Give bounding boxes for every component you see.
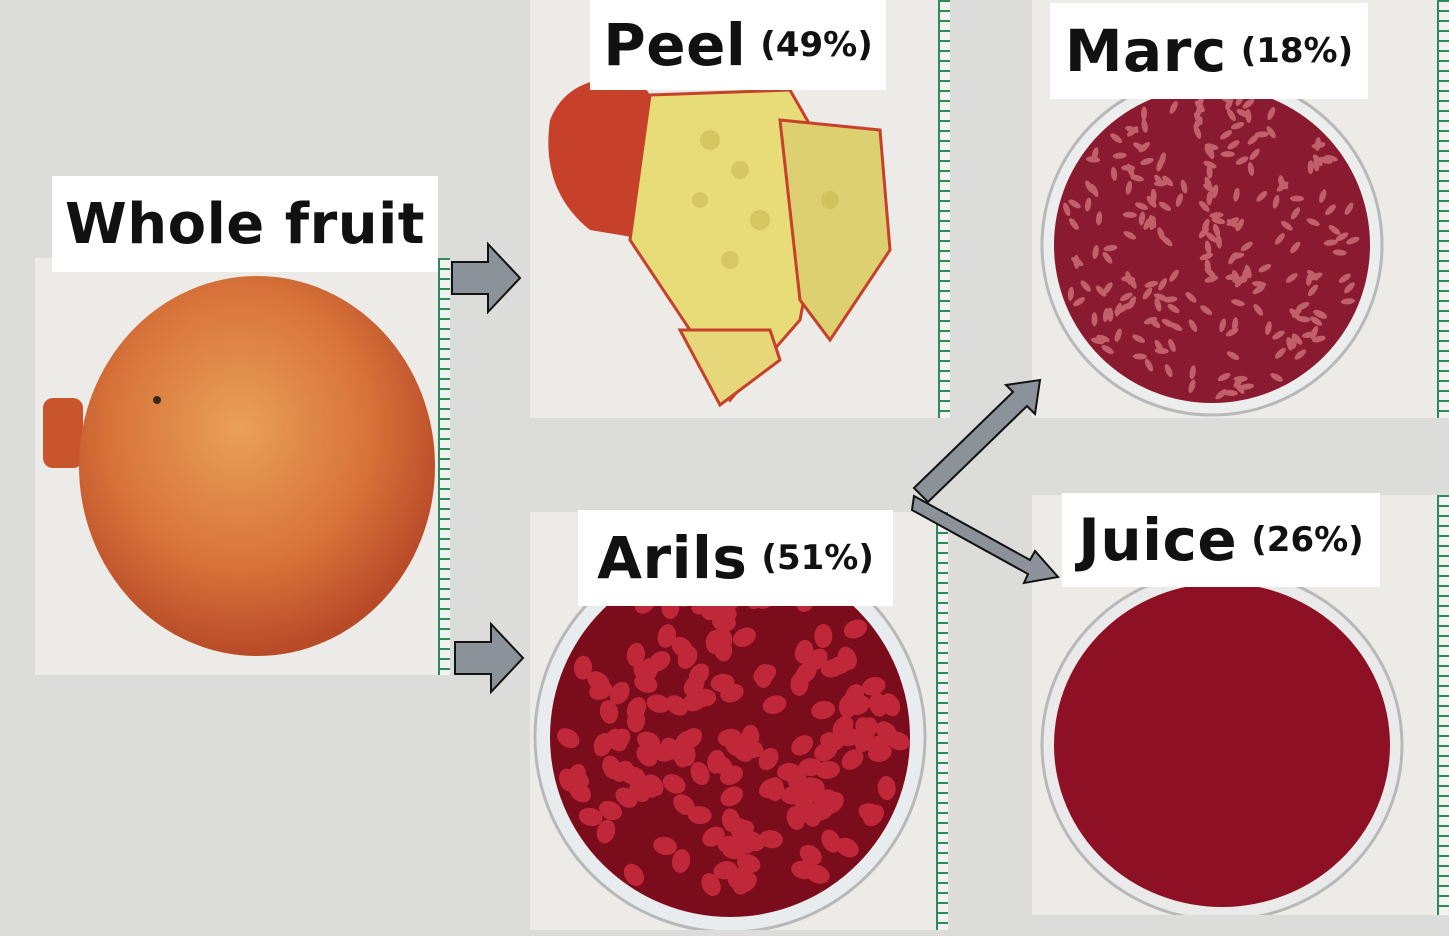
arils-name: Arils bbox=[597, 524, 747, 592]
arrow-right-icon bbox=[452, 244, 520, 312]
peel-label: Peel (49%) bbox=[590, 0, 886, 90]
juice-name: Juice bbox=[1078, 506, 1237, 574]
marc-label: Marc (18%) bbox=[1050, 3, 1368, 99]
whole-fruit-name: Whole fruit bbox=[65, 192, 425, 257]
peel-name: Peel bbox=[603, 11, 746, 79]
arrow-down-right-icon bbox=[912, 496, 1058, 583]
arrow-right-icon bbox=[455, 624, 523, 692]
juice-label: Juice (26%) bbox=[1062, 493, 1380, 587]
marc-name: Marc bbox=[1065, 17, 1227, 85]
juice-percent: (26%) bbox=[1251, 520, 1363, 560]
arils-percent: (51%) bbox=[761, 538, 873, 578]
whole-fruit-label: Whole fruit bbox=[52, 176, 438, 272]
peel-percent: (49%) bbox=[760, 25, 872, 65]
arrow-up-right-icon bbox=[914, 380, 1040, 502]
arils-label: Arils (51%) bbox=[578, 510, 893, 606]
marc-percent: (18%) bbox=[1241, 31, 1353, 71]
